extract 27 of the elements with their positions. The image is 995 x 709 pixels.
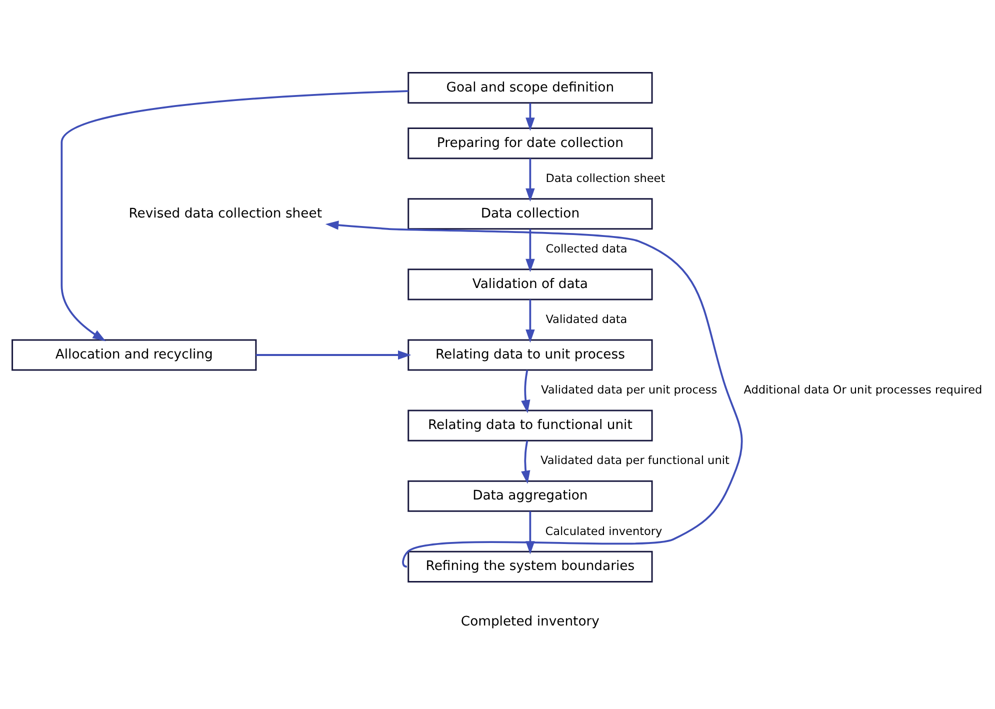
- node-box: Goal and scope definition: [408, 72, 653, 104]
- edge-label: Data collection sheet: [546, 171, 666, 184]
- node-box: Refining the system boundaries: [408, 550, 653, 582]
- node-box: Data collection: [408, 198, 653, 230]
- node-box: Allocation and recycling: [12, 338, 257, 370]
- node-box: Data aggregation: [408, 480, 653, 512]
- node-box: Validation of data: [408, 268, 653, 300]
- arrow: [521, 440, 530, 484]
- label: Completed inventory: [460, 614, 600, 630]
- edge-label: Validated data per functional unit: [540, 454, 730, 467]
- node-box: Preparing for date collection: [408, 127, 653, 159]
- node-box: Relating data to functional unit: [408, 409, 653, 441]
- edge-label: Collected data: [546, 242, 628, 256]
- edge-label: Validated data per unit process: [541, 383, 718, 396]
- arrow: [526, 228, 535, 272]
- arrow: [325, 220, 743, 567]
- node-box: Relating data to unit process: [408, 338, 653, 370]
- arrow: [521, 369, 530, 413]
- edge-label: Additional data Or unit processes required: [744, 383, 982, 396]
- edge-label: Calculated inventory: [545, 524, 662, 538]
- edge-label: Validated data: [546, 312, 628, 326]
- arrow: [526, 158, 535, 202]
- arrow: [526, 299, 535, 342]
- arrow: [60, 90, 408, 341]
- arrow: [256, 350, 412, 360]
- arrow: [526, 102, 535, 130]
- node-text: Revised data collection sheet: [128, 206, 322, 221]
